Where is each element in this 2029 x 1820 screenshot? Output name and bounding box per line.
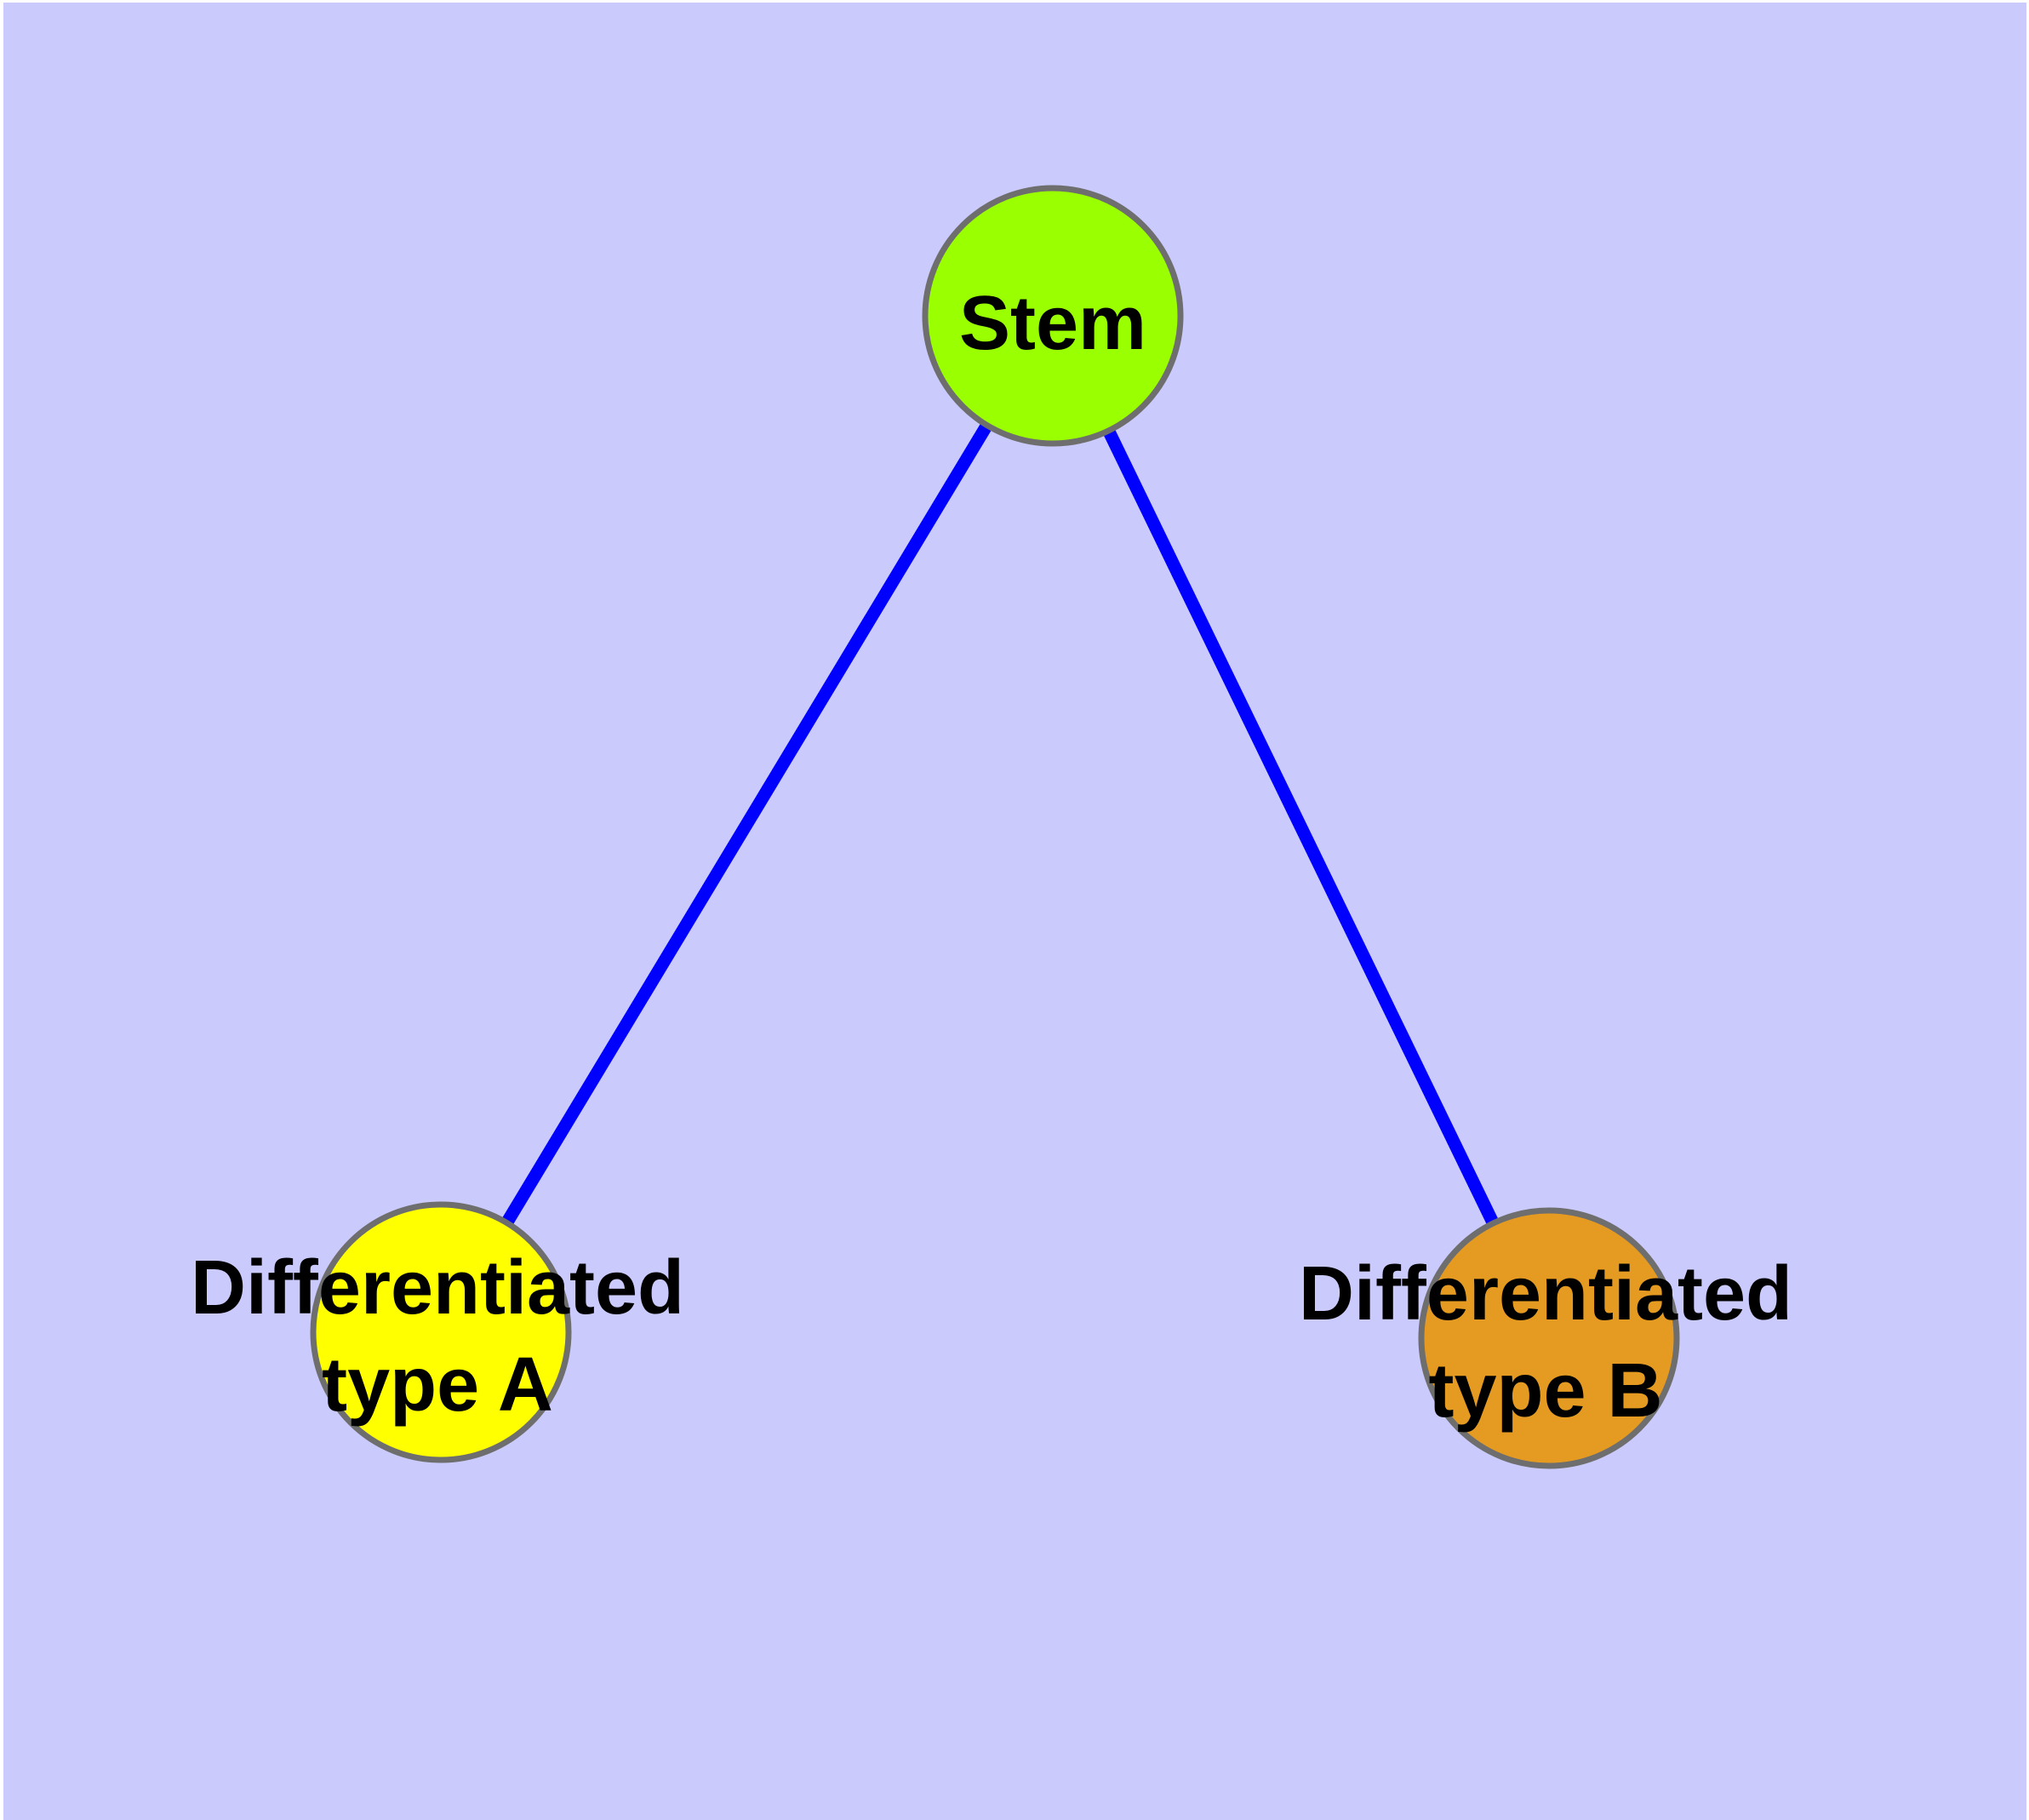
node-type-a-label-line1: Differentiated	[191, 1245, 684, 1331]
node-type-a-circle	[310, 1201, 572, 1463]
node-stem-circle	[922, 185, 1184, 447]
node-type-b-label-line1: Differentiated	[1299, 1251, 1792, 1336]
node-stem-label: Stem	[959, 281, 1146, 366]
edge-stem-to-type-a	[435, 312, 1059, 1336]
node-type-a-label-line2: type A	[322, 1342, 553, 1428]
node-type-b-label-line2: type B	[1428, 1348, 1662, 1434]
edge-stem-to-type-b	[1047, 312, 1555, 1342]
node-type-b-circle	[1418, 1207, 1680, 1469]
